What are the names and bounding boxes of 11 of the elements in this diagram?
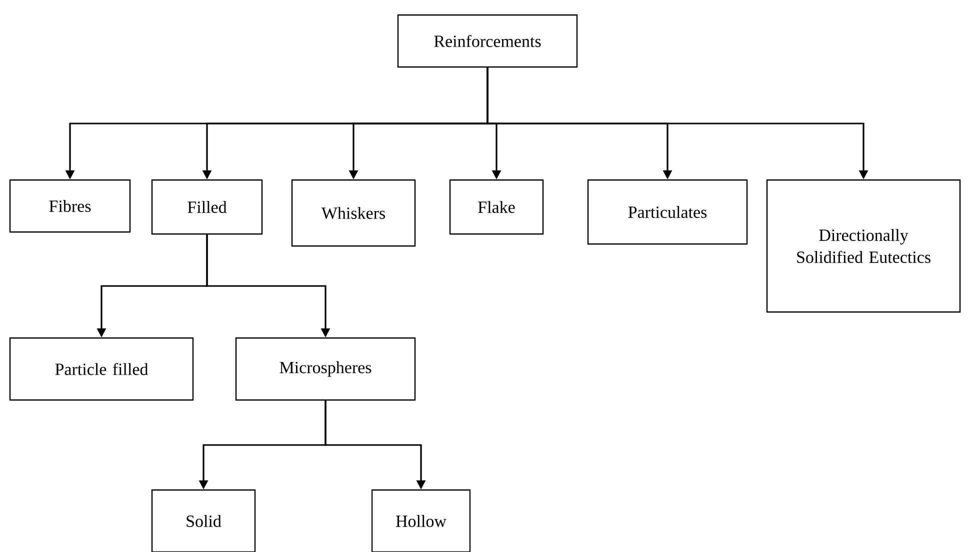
category-box: Whiskers: [291, 179, 416, 247]
category-box: Directionally Solidified Eutectics: [766, 179, 961, 313]
category-box: Filled: [151, 179, 263, 235]
category-box: Particulates: [587, 179, 748, 245]
category-box: Particle filled: [9, 337, 194, 401]
category-box: Microspheres: [235, 337, 416, 401]
category-box: Hollow: [371, 489, 471, 552]
category-box: Solid: [151, 489, 256, 552]
category-box: Reinforcements: [397, 14, 578, 68]
category-box: Flake: [449, 179, 544, 235]
category-box: Fibres: [9, 179, 131, 233]
